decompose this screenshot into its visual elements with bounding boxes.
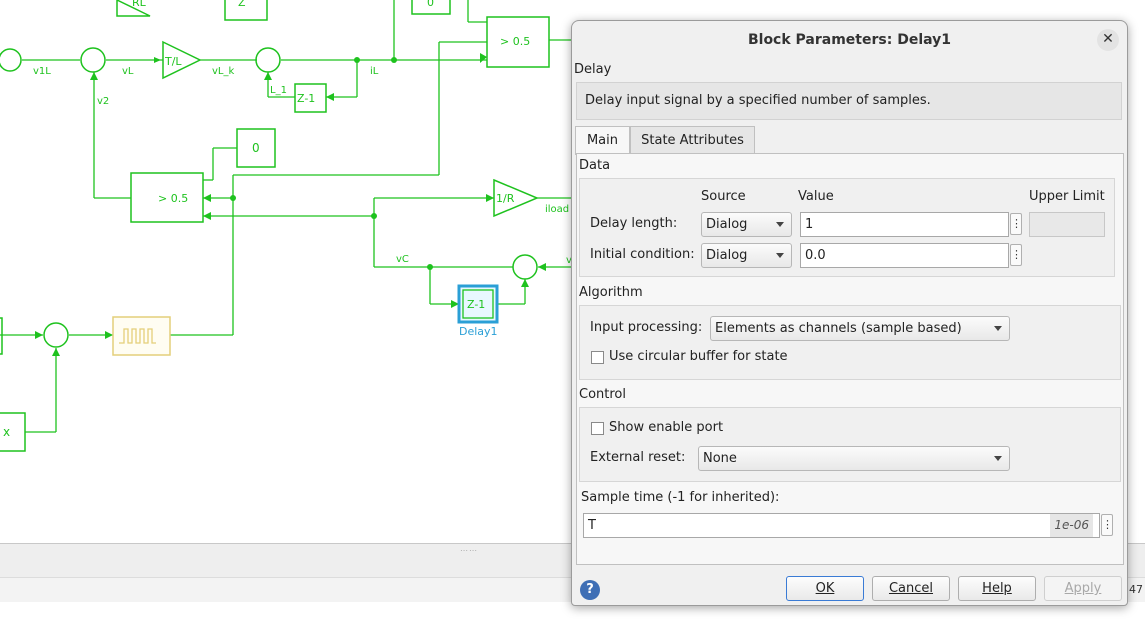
ok-button-label: OK: [815, 581, 835, 596]
signal-v2: v2: [97, 96, 109, 107]
description-text: Delay input signal by a specified number…: [585, 93, 931, 108]
value-column-header: Value: [798, 189, 834, 204]
delay-length-label: Delay length:: [590, 216, 678, 231]
upper-limit-field: [1029, 212, 1105, 237]
circular-buffer-checkbox[interactable]: [591, 351, 604, 364]
signal-v1l: v1L: [33, 66, 51, 77]
source-column-header: Source: [701, 189, 746, 204]
cancel-button[interactable]: Cancel: [872, 576, 950, 601]
top-block-1-label: RL: [132, 0, 147, 9]
external-reset-label: External reset:: [590, 450, 686, 465]
apply-button-label: Apply: [1064, 581, 1102, 596]
status-time: :47: [1125, 583, 1143, 596]
gain-1r-label: 1/R: [496, 192, 515, 205]
chevron-down-icon: [994, 456, 1002, 461]
main-tab-panel: Data Source Value Upper Limit Delay leng…: [576, 153, 1124, 565]
data-group: Source Value Upper Limit Delay length: D…: [579, 178, 1115, 277]
tab-state-attributes[interactable]: State Attributes: [630, 126, 755, 153]
data-heading: Data: [579, 158, 611, 173]
external-reset-select[interactable]: None: [698, 446, 1010, 471]
signal-l-1: L_1: [270, 85, 287, 96]
switch-mid-label: > 0.5: [158, 192, 188, 205]
close-icon[interactable]: ✕: [1097, 29, 1119, 51]
upper-limit-column-header: Upper Limit: [1029, 189, 1105, 204]
delay1-block-label: Z-1: [467, 298, 485, 311]
sample-time-field[interactable]: T 1e-06: [583, 513, 1100, 538]
help-button-label: Help: [982, 581, 1012, 596]
resize-grip[interactable]: ⋯⋯: [460, 546, 478, 555]
signal-iload: iload: [545, 204, 569, 215]
switch-top-label: > 0.5: [500, 35, 530, 48]
apply-button: Apply: [1044, 576, 1122, 601]
signal-vc: vC: [396, 254, 409, 265]
delay-length-source-value: Dialog: [706, 217, 748, 232]
description-box: Delay input signal by a specified number…: [576, 82, 1122, 120]
sample-time-value: T: [588, 518, 596, 533]
circular-buffer-label: Use circular buffer for state: [609, 349, 788, 364]
signal-vl: vL: [122, 66, 134, 77]
enable-port-label: Show enable port: [609, 420, 724, 435]
delay-length-field[interactable]: 1: [800, 212, 1009, 237]
ok-button[interactable]: OK: [786, 576, 864, 601]
delay-top-label: Z-1: [297, 92, 315, 105]
signal-v: v: [566, 255, 571, 266]
delay1-name: Delay1: [459, 325, 498, 338]
initial-condition-more-icon[interactable]: ⋮: [1010, 244, 1022, 266]
initial-condition-source-select[interactable]: Dialog: [701, 243, 792, 268]
help-question-icon[interactable]: ?: [580, 580, 600, 600]
control-group: Show enable port External reset: None: [579, 407, 1121, 482]
input-processing-select[interactable]: Elements as channels (sample based): [710, 316, 1010, 341]
chevron-down-icon: [994, 326, 1002, 331]
sample-time-more-icon[interactable]: ⋮: [1101, 514, 1113, 536]
tab-main[interactable]: Main: [575, 126, 630, 155]
delay-length-more-icon[interactable]: ⋮: [1010, 213, 1022, 235]
block-parameters-dialog: Block Parameters: Delay1 ✕ Delay Delay i…: [571, 20, 1128, 606]
chevron-down-icon: [776, 253, 784, 258]
chevron-down-icon: [776, 222, 784, 227]
algorithm-group: Input processing: Elements as channels (…: [579, 305, 1121, 380]
algorithm-heading: Algorithm: [579, 285, 643, 300]
delay-length-source-select[interactable]: Dialog: [701, 212, 792, 237]
input-processing-label: Input processing:: [590, 320, 703, 335]
sample-time-label: Sample time (-1 for inherited):: [581, 490, 780, 505]
cancel-button-label: Cancel: [888, 581, 934, 596]
const-zero-label: 0: [252, 141, 260, 155]
const-x-label: x: [3, 425, 10, 439]
top-block-2-label: Z: [238, 0, 246, 9]
control-heading: Control: [579, 387, 626, 402]
block-type-heading: Delay: [574, 62, 612, 77]
gain-tl-label: T/L: [164, 55, 182, 68]
external-reset-value: None: [703, 451, 737, 466]
signal-il: iL: [370, 66, 379, 77]
initial-condition-field[interactable]: 0.0: [800, 243, 1009, 268]
initial-condition-source-value: Dialog: [706, 248, 748, 263]
initial-condition-label: Initial condition:: [590, 247, 695, 262]
enable-port-checkbox[interactable]: [591, 422, 604, 435]
dialog-title: Block Parameters: Delay1: [747, 32, 952, 48]
help-button[interactable]: Help: [958, 576, 1036, 601]
top-block-3-label: 0: [427, 0, 434, 9]
input-processing-value: Elements as channels (sample based): [715, 321, 962, 336]
sample-time-hint: 1e-06: [1050, 514, 1093, 537]
block-diagram[interactable]: v1L vL vL_k iL L_1 v2 iload vC v T/L Z-1…: [0, 0, 571, 543]
signal-vl-k: vL_k: [212, 66, 234, 77]
